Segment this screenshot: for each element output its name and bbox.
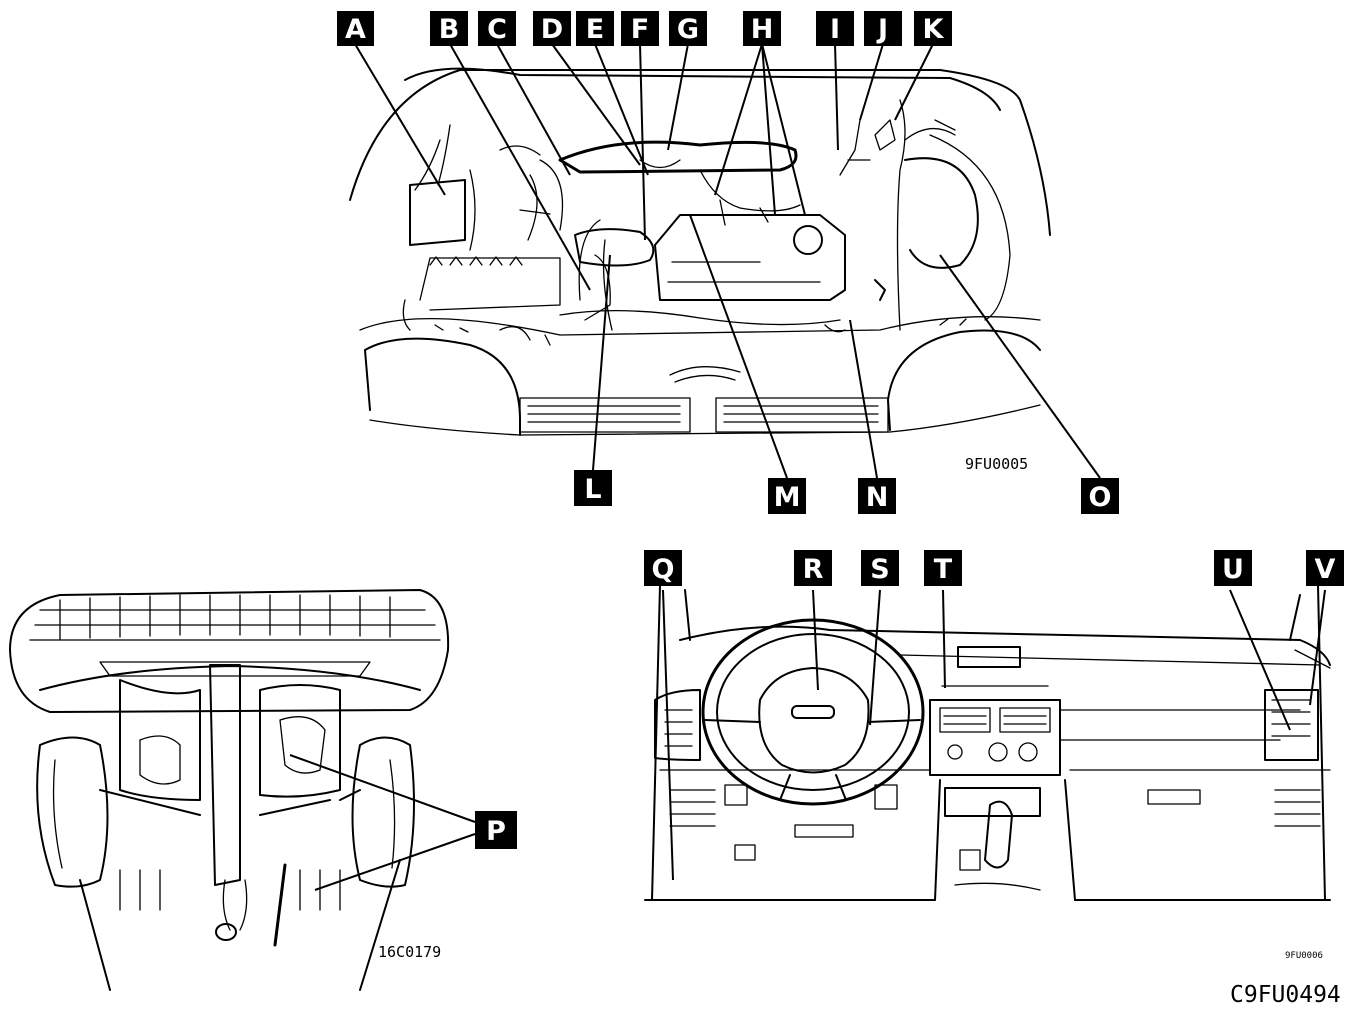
callout-E: E bbox=[576, 11, 614, 46]
callout-label-t: T bbox=[934, 554, 953, 585]
callout-label-l: L bbox=[584, 474, 601, 505]
callout-V: V bbox=[1306, 550, 1344, 586]
callout-B: B bbox=[430, 11, 468, 46]
callout-label-u: U bbox=[1222, 554, 1244, 585]
callout-label-k: K bbox=[923, 14, 945, 45]
callout-J: J bbox=[864, 11, 902, 46]
callout-label-h: H bbox=[751, 14, 774, 45]
callout-label-o: O bbox=[1089, 482, 1112, 513]
callout-label-a: A bbox=[345, 14, 366, 45]
callout-T: T bbox=[924, 550, 962, 586]
interior-view bbox=[644, 584, 1331, 901]
callout-K: K bbox=[914, 11, 952, 46]
callout-N: N bbox=[858, 478, 896, 514]
callout-R: R bbox=[794, 550, 832, 586]
callout-G: G bbox=[669, 11, 707, 46]
callout-F: F bbox=[621, 11, 659, 46]
callout-H: H bbox=[743, 11, 781, 46]
callout-label-c: C bbox=[487, 14, 507, 45]
callout-P: P bbox=[475, 811, 517, 849]
engine-bay-reference-code: 9FU0005 bbox=[965, 455, 1028, 473]
callout-label-d: D bbox=[541, 14, 563, 45]
callout-Q: Q bbox=[644, 550, 682, 586]
callout-A: A bbox=[337, 11, 374, 46]
engine-bay-view bbox=[349, 67, 1051, 436]
callout-label-i: I bbox=[830, 14, 840, 45]
callout-label-e: E bbox=[586, 14, 604, 45]
callout-label-n: N bbox=[866, 482, 889, 513]
callout-S: S bbox=[861, 550, 899, 586]
sheet-reference-code: C9FU0494 bbox=[1230, 982, 1341, 1008]
callout-label-p: P bbox=[486, 816, 506, 847]
callout-U: U bbox=[1214, 550, 1252, 586]
interior-reference-code: 9FU0006 bbox=[1285, 951, 1323, 961]
callout-label-s: S bbox=[870, 554, 889, 585]
callout-I: I bbox=[816, 11, 854, 46]
underbody-reference-code: 16C0179 bbox=[378, 943, 441, 961]
callout-label-q: Q bbox=[652, 554, 675, 585]
callout-label-b: B bbox=[439, 14, 460, 45]
callout-M: M bbox=[768, 478, 806, 514]
callout-O: O bbox=[1081, 478, 1119, 514]
callout-label-g: G bbox=[677, 14, 699, 45]
callout-label-v: V bbox=[1315, 554, 1336, 585]
underbody-view bbox=[9, 589, 450, 991]
callout-label-r: R bbox=[803, 554, 824, 585]
callout-label-j: J bbox=[876, 14, 888, 45]
callout-C: C bbox=[478, 11, 516, 46]
leader-lines bbox=[289, 43, 1326, 891]
callout-L: L bbox=[574, 470, 612, 506]
callout-D: D bbox=[533, 11, 571, 46]
callout-label-f: F bbox=[631, 14, 649, 45]
callout-label-m: M bbox=[774, 482, 801, 513]
